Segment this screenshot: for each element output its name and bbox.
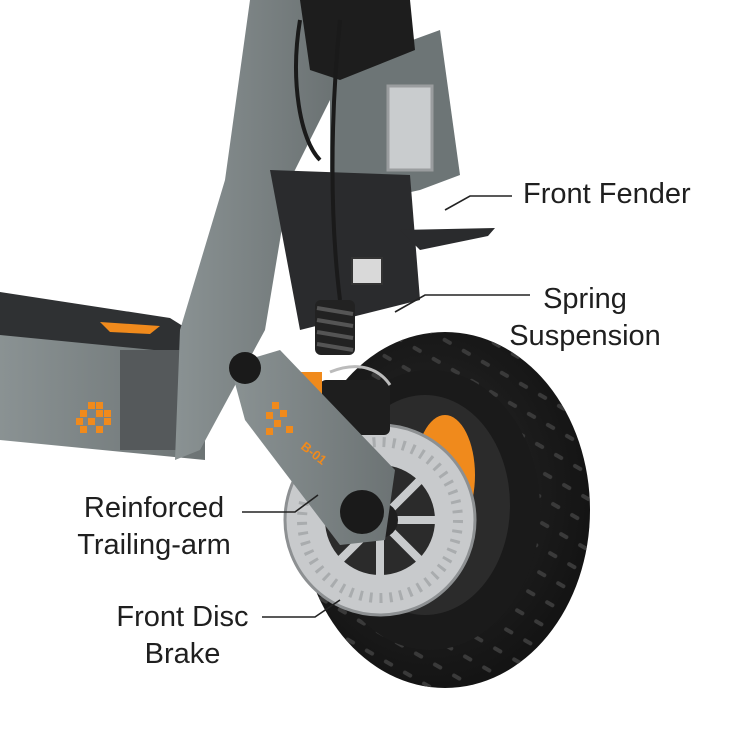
front-fender xyxy=(351,228,495,285)
spring-suspension xyxy=(315,300,355,355)
label-line: Brake xyxy=(144,638,221,670)
deck xyxy=(0,292,205,460)
label-line: Front Fender xyxy=(523,178,691,210)
arm-orange-logo xyxy=(266,402,293,435)
label-line: Suspension xyxy=(509,320,661,352)
label-line: Front Disc xyxy=(116,601,249,633)
label-line: Spring xyxy=(543,283,627,315)
label-line: Trailing-arm xyxy=(77,529,231,561)
label-trailing-arm: Reinforced Trailing-arm xyxy=(68,490,240,564)
label-front-fender: Front Fender xyxy=(523,176,691,213)
deck-orange-logo xyxy=(76,402,111,433)
label-line: Reinforced xyxy=(83,492,225,524)
label-spring-suspension: Spring Suspension xyxy=(505,281,665,355)
label-disc-brake: Front Disc Brake xyxy=(100,599,265,673)
stem xyxy=(175,0,460,460)
trailing-arm: B-01 xyxy=(229,350,395,545)
